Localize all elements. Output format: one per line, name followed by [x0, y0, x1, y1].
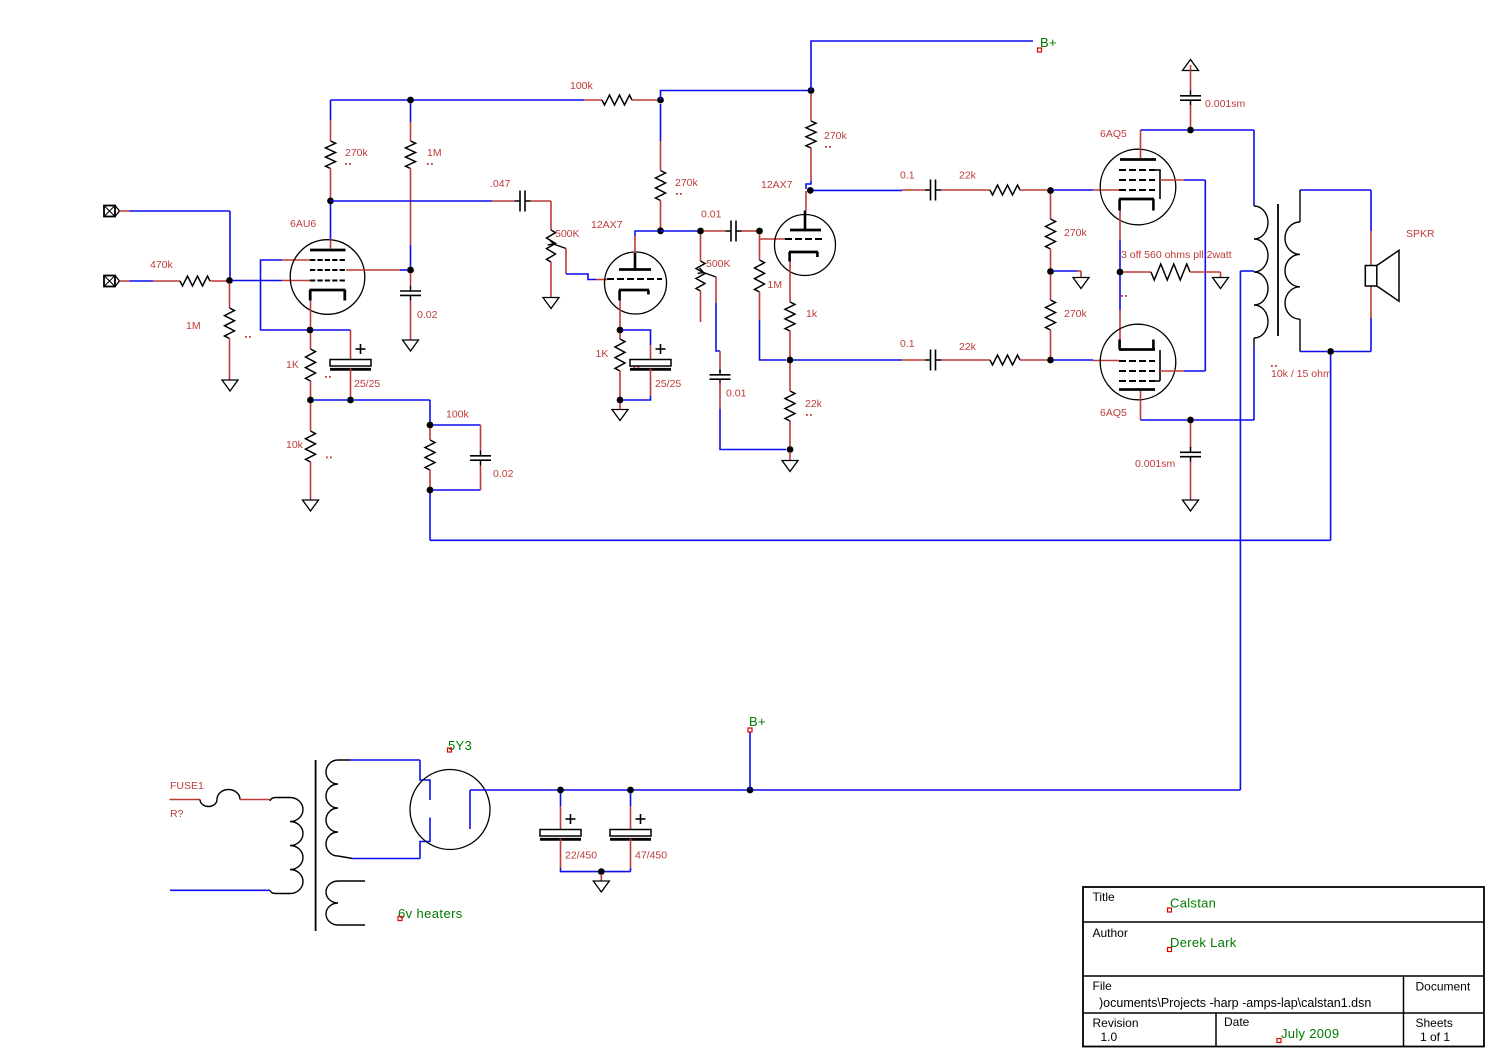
svg-text:10k: 10k — [286, 439, 304, 451]
svg-text:Author: Author — [1093, 926, 1128, 940]
svg-text:470k: 470k — [150, 259, 174, 271]
svg-text:B+: B+ — [1040, 35, 1057, 50]
svg-text:0.01: 0.01 — [726, 388, 747, 400]
svg-text:SPKR: SPKR — [1406, 228, 1435, 240]
svg-text:10k / 15 ohm: 10k / 15 ohm — [1271, 368, 1332, 380]
svg-text:1 of 1: 1 of 1 — [1420, 1030, 1450, 1044]
svg-text:22k: 22k — [959, 341, 977, 353]
svg-text:12AX7: 12AX7 — [591, 219, 623, 231]
svg-text:0.01: 0.01 — [701, 209, 722, 221]
svg-text:R?: R? — [170, 808, 184, 820]
svg-text:100k: 100k — [570, 80, 594, 92]
svg-text:0.02: 0.02 — [417, 309, 438, 321]
svg-text:270k: 270k — [345, 147, 369, 159]
svg-text:6AQ5: 6AQ5 — [1100, 407, 1127, 419]
svg-text:Revision: Revision — [1093, 1016, 1139, 1030]
svg-text:FUSE1: FUSE1 — [170, 780, 204, 792]
svg-text:July 2009: July 2009 — [1281, 1026, 1339, 1041]
svg-text:0.1: 0.1 — [900, 170, 915, 182]
svg-text:1M: 1M — [427, 147, 442, 159]
svg-text:1K: 1K — [286, 359, 299, 371]
svg-text:1k: 1k — [806, 308, 818, 320]
svg-text:File: File — [1093, 979, 1113, 993]
svg-text:3 off 560 ohms pll 2watt: 3 off 560 ohms pll 2watt — [1121, 249, 1232, 261]
svg-text:270k: 270k — [824, 130, 848, 142]
svg-text:0.02: 0.02 — [493, 468, 514, 480]
svg-text:500K: 500K — [706, 258, 731, 270]
svg-text:1M: 1M — [186, 320, 201, 332]
svg-text:22/450: 22/450 — [565, 850, 597, 862]
svg-text:1M: 1M — [768, 279, 783, 291]
svg-text:22k: 22k — [805, 398, 823, 410]
svg-text:0.1: 0.1 — [900, 338, 915, 350]
svg-text:Sheets: Sheets — [1416, 1016, 1453, 1030]
svg-text:6v heaters: 6v heaters — [398, 906, 463, 921]
svg-text:270k: 270k — [1064, 308, 1088, 320]
svg-text:22k: 22k — [959, 170, 977, 182]
svg-text:25/25: 25/25 — [354, 378, 380, 390]
svg-text:500K: 500K — [555, 228, 580, 240]
svg-text:0.001sm: 0.001sm — [1205, 98, 1246, 110]
svg-text:)ocuments\Projects -harp -amps: )ocuments\Projects -harp -amps-lap\calst… — [1099, 996, 1371, 1010]
svg-text:.047: .047 — [490, 178, 511, 190]
svg-text:Document: Document — [1416, 980, 1471, 994]
svg-text:Calstan: Calstan — [1170, 896, 1216, 911]
svg-text:1K: 1K — [596, 348, 609, 360]
svg-text:Derek Lark: Derek Lark — [1170, 935, 1237, 950]
svg-text:0.001sm: 0.001sm — [1135, 458, 1176, 470]
svg-text:B+: B+ — [749, 714, 766, 729]
svg-text:1.0: 1.0 — [1101, 1030, 1118, 1044]
svg-text:Title: Title — [1093, 890, 1116, 904]
svg-text:25/25: 25/25 — [655, 378, 681, 390]
svg-text:6AQ5: 6AQ5 — [1100, 128, 1127, 140]
svg-text:270k: 270k — [675, 177, 699, 189]
svg-text:6AU6: 6AU6 — [290, 218, 316, 230]
svg-text:Date: Date — [1224, 1015, 1250, 1029]
svg-text:12AX7: 12AX7 — [761, 179, 793, 191]
svg-text:5Y3: 5Y3 — [448, 738, 472, 753]
svg-text:47/450: 47/450 — [635, 850, 667, 862]
svg-text:270k: 270k — [1064, 227, 1088, 239]
svg-text:100k: 100k — [446, 409, 470, 421]
